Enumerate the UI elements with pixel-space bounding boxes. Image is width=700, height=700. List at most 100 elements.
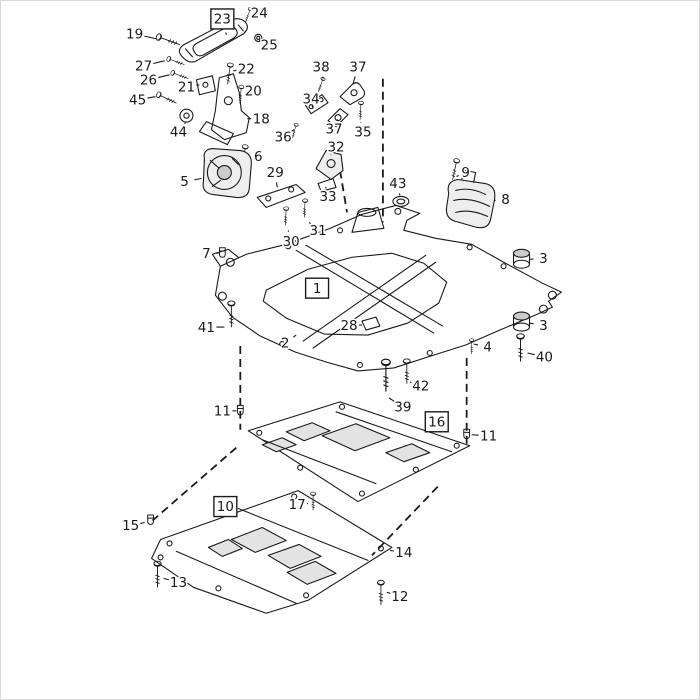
callout-label-11: 11 [480,429,497,444]
callout-38: 38 [311,59,331,79]
callout-8: 8 [494,192,511,210]
part-clip-28 [361,316,381,331]
callout-label-44: 44 [170,125,187,140]
callout-label-33: 33 [320,190,337,205]
callout-1: 1 [304,277,330,299]
bolt-12 [377,579,385,606]
callout-label-17: 17 [289,498,306,513]
callout-label-3: 3 [539,319,548,334]
callout-label-29: 29 [267,166,284,181]
callout-41: 41 [196,319,225,337]
callout-label-6: 6 [254,150,263,165]
callout-3: 3 [529,250,549,268]
callout-label-18: 18 [253,112,270,127]
callout-label-25: 25 [261,39,278,54]
callout-label-4: 4 [483,341,492,356]
part-plate-34 [304,94,329,115]
washer-44 [179,108,194,123]
callout-15: 15 [121,518,145,536]
callout-label-8: 8 [501,193,510,208]
callout-box-1 [304,277,330,299]
bolt-41 [227,300,236,328]
callout-42: 42 [409,378,431,396]
callout-label-41: 41 [198,321,215,336]
callout-37: 37 [348,59,368,84]
part-skid-plate-16 [247,401,471,503]
callout-label-2: 2 [281,337,290,352]
clip-7 [219,247,226,258]
callout-26: 26 [139,72,170,90]
callout-32: 32 [326,139,346,157]
callout-44: 44 [168,122,189,142]
callout-30: 30 [281,230,301,251]
bolt-13 [153,560,162,588]
part-engine-mount-8 [445,169,496,229]
callout-36: 36 [273,129,295,147]
callout-label-10: 10 [217,500,234,515]
part-plate-29 [256,183,306,208]
callout-19: 19 [125,26,157,44]
part-engine-mount-5 [202,148,252,199]
callout-label-9: 9 [461,166,470,181]
callout-label-31: 31 [310,224,327,239]
callout-22: 22 [233,61,256,79]
callout-5: 5 [179,174,202,192]
part-mount-32 [315,150,344,181]
callout-label-7: 7 [202,247,211,262]
part-bracket-18 [198,73,250,146]
callout-label-23: 23 [214,13,231,28]
part-bushing-3-bottom [512,311,531,332]
callout-label-40: 40 [536,351,553,366]
callout-25: 25 [259,37,279,55]
callout-24: 24 [249,5,269,23]
callout-9: 9 [456,165,471,183]
callout-label-37: 37 [325,122,342,137]
callout-label-30: 30 [283,235,300,250]
part-subframe-1 [211,204,562,372]
callout-12: 12 [386,588,410,606]
part-bracket-33 [317,177,337,193]
callout-18: 18 [247,111,271,129]
bolt-19 [155,32,182,49]
callout-label-12: 12 [391,590,408,605]
callout-label-34: 34 [303,92,320,107]
callout-label-13: 13 [170,576,187,591]
callout-label-26: 26 [140,73,157,88]
callout-43: 43 [388,176,408,196]
callout-10: 10 [213,495,238,518]
callout-label-5: 5 [180,175,189,190]
callout-label-28: 28 [340,319,357,334]
callout-11: 11 [212,403,237,421]
callout-16: 16 [424,411,449,433]
callout-7: 7 [201,245,219,263]
callout-label-3: 3 [539,252,548,267]
callout-label-42: 42 [412,380,429,395]
callout-label-27: 27 [135,60,152,75]
part-bracket-37a [339,82,366,106]
callout-37: 37 [324,119,344,139]
bolt-31 [301,198,309,218]
callout-label-37: 37 [349,60,366,75]
callout-31: 31 [308,221,328,241]
bolt-39 [380,358,391,392]
part-ring-43 [392,195,410,207]
callout-17: 17 [287,497,309,515]
part-bushing-3-top [512,248,531,269]
callout-27: 27 [134,58,165,76]
callout-box-23 [210,8,235,30]
callout-14: 14 [389,545,414,563]
part-skid-plate-10 [151,490,393,614]
callout-label-35: 35 [354,125,371,140]
bolt-4 [469,338,475,355]
callout-34: 34 [301,91,321,109]
callout-label-19: 19 [126,28,143,43]
callout-2: 2 [279,334,297,353]
callout-13: 13 [163,575,189,593]
part-bracket-37b [327,108,349,128]
callout-33: 33 [318,186,338,207]
callout-label-39: 39 [394,401,411,416]
part-bracket-21 [195,75,216,96]
callout-29: 29 [265,165,285,188]
